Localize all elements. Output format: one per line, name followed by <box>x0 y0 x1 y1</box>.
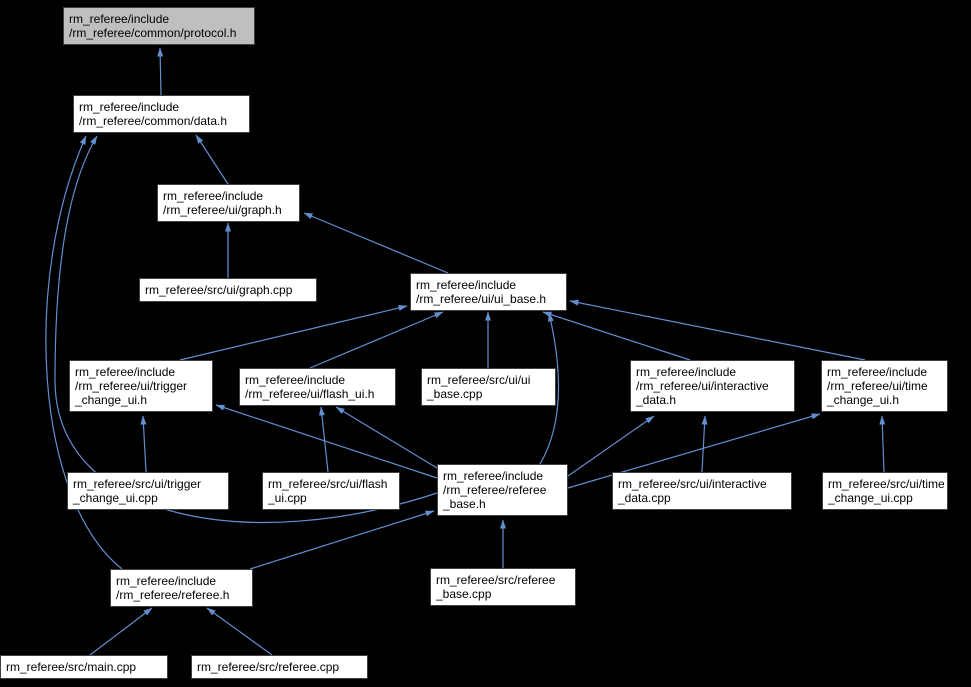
edge-referee_base_h-ui_base_h <box>539 312 559 465</box>
node-label: rm_referee/src/ui/interactive _data.cpp <box>618 477 767 505</box>
node-label: rm_referee/src/referee.cpp <box>197 660 340 674</box>
edge-referee_base_h-time_change_ui_h <box>567 413 821 489</box>
edge-trigger_change_ui_h-ui_base_h <box>179 305 408 361</box>
node-referee-base-cpp[interactable]: rm_referee/src/referee _base.cpp <box>430 568 576 606</box>
node-trigger-change-ui-h[interactable]: rm_referee/include /rm_referee/ui/trigge… <box>69 360 213 412</box>
node-label: rm_referee/include /rm_referee/ui/trigge… <box>75 365 188 407</box>
edge-time_change_ui_cpp-time_change_ui_h <box>879 415 886 473</box>
node-referee-h[interactable]: rm_referee/include /rm_referee/referee.h <box>110 569 253 607</box>
node-referee-cpp[interactable]: rm_referee/src/referee.cpp <box>191 655 368 679</box>
edge-referee_h-referee_base_h <box>249 510 435 570</box>
edge-graph_h-data_h <box>195 134 229 185</box>
node-label: rm_referee/src/main.cpp <box>6 660 137 674</box>
node-label: rm_referee/include /rm_referee/ui/ui_bas… <box>416 278 547 306</box>
edge-referee_h-data_h <box>45 135 123 570</box>
edge-data_h-protocol_h <box>157 47 164 96</box>
node-label: rm_referee/include /rm_referee/ui/flash_… <box>245 373 375 401</box>
node-label: rm_referee/src/referee _base.cpp <box>436 573 556 601</box>
node-label: rm_referee/src/ui/ui _base.cpp <box>427 373 531 401</box>
node-label: rm_referee/src/ui/time _change_ui.cpp <box>828 477 945 505</box>
edge-ui_base_h-graph_h <box>303 212 449 274</box>
node-graph-h[interactable]: rm_referee/include /rm_referee/ui/graph.… <box>157 184 300 222</box>
edge-flash_ui_cpp-flash_ui_h <box>318 406 329 473</box>
node-time-change-ui-h[interactable]: rm_referee/include /rm_referee/ui/time _… <box>821 360 948 412</box>
node-trigger-change-ui-cpp[interactable]: rm_referee/src/ui/trigger _change_ui.cpp <box>67 472 229 510</box>
node-label: rm_referee/src/ui/graph.cpp <box>145 283 293 297</box>
node-label: rm_referee/include /rm_referee/referee _… <box>443 469 547 511</box>
edge-referee_base_h-trigger_change_ui_h <box>215 404 438 479</box>
node-main-cpp[interactable]: rm_referee/src/main.cpp <box>0 655 168 679</box>
edge-trigger_change_ui_cpp-trigger_change_ui_h <box>140 415 147 473</box>
node-data-h[interactable]: rm_referee/include /rm_referee/common/da… <box>73 95 250 133</box>
node-label: rm_referee/include /rm_referee/common/da… <box>79 100 228 128</box>
edge-referee_base_h-data_h <box>54 135 438 523</box>
node-interactive-data-h[interactable]: rm_referee/include /rm_referee/ui/intera… <box>630 360 795 412</box>
node-ui-base-h[interactable]: rm_referee/include /rm_referee/ui/ui_bas… <box>410 273 567 311</box>
edge-flash_ui_h-ui_base_h <box>309 311 444 369</box>
edge-interactive_data_cpp-interactive_data_h <box>701 415 708 473</box>
edge-referee_cpp-referee_h <box>206 607 273 656</box>
edge-main_cpp-referee_h <box>89 607 153 656</box>
node-interactive-data-cpp[interactable]: rm_referee/src/ui/interactive _data.cpp <box>612 472 792 510</box>
node-ui-base-cpp[interactable]: rm_referee/src/ui/ui _base.cpp <box>421 368 556 406</box>
edge-interactive_data_h-ui_base_h <box>542 311 691 361</box>
node-flash-ui-h[interactable]: rm_referee/include /rm_referee/ui/flash_… <box>239 368 396 406</box>
node-label: rm_referee/include /rm_referee/ui/graph.… <box>163 189 282 217</box>
node-label: rm_referee/src/ui/flash _ui.cpp <box>268 477 388 505</box>
node-referee-base-h[interactable]: rm_referee/include /rm_referee/referee _… <box>437 464 568 516</box>
node-label: rm_referee/include /rm_referee/common/pr… <box>69 12 237 40</box>
node-label: rm_referee/include /rm_referee/ui/time _… <box>827 365 928 407</box>
node-protocol-h[interactable]: rm_referee/include /rm_referee/common/pr… <box>63 7 255 45</box>
node-label: rm_referee/include /rm_referee/ui/intera… <box>636 365 769 407</box>
node-time-change-ui-cpp[interactable]: rm_referee/src/ui/time _change_ui.cpp <box>822 472 948 510</box>
node-graph-cpp[interactable]: rm_referee/src/ui/graph.cpp <box>139 278 317 302</box>
edge-time_change_ui_h-ui_base_h <box>569 299 866 361</box>
node-flash-ui-cpp[interactable]: rm_referee/src/ui/flash _ui.cpp <box>262 472 400 510</box>
edge-referee_base_h-flash_ui_h <box>335 406 438 469</box>
node-label: rm_referee/include /rm_referee/referee.h <box>116 574 230 602</box>
node-label: rm_referee/src/ui/trigger _change_ui.cpp <box>73 477 202 505</box>
edge-referee_base_h-interactive_data_h <box>567 415 655 477</box>
